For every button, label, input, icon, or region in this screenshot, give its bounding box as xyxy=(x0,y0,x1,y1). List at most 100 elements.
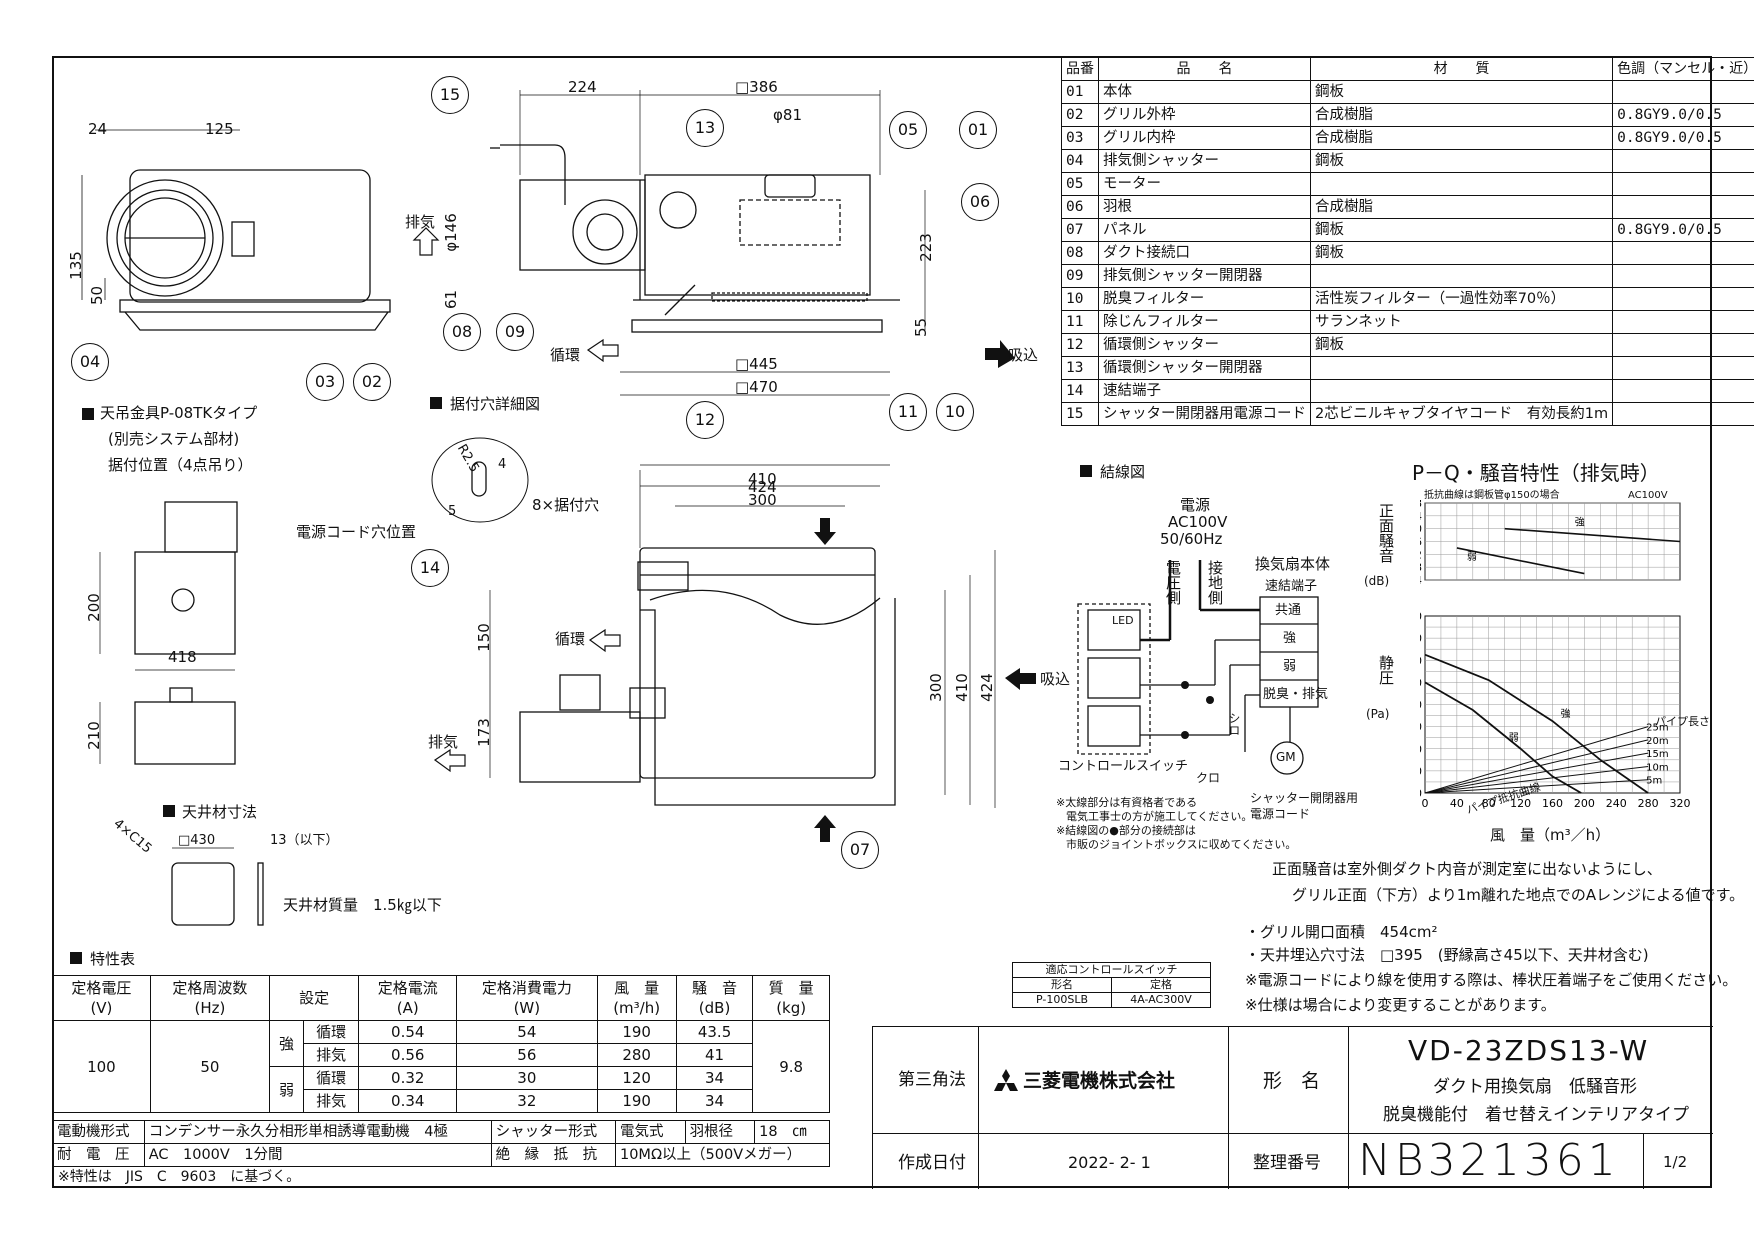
noise-line-0 xyxy=(1504,527,1681,543)
wiring-note2b: 市販のジョイントボックスに収めてください。 xyxy=(1066,838,1297,851)
pressure-tick-label: 20 xyxy=(1420,765,1422,778)
dim-24: 24 xyxy=(88,120,108,138)
label-circulation-plan: 循環 xyxy=(555,630,586,648)
dim-210: 210 xyxy=(84,721,103,750)
pressure-x-tick-label: 40 xyxy=(1450,797,1464,810)
pressure-tick-label: 160 xyxy=(1420,610,1422,623)
wiring-power: 電源 xyxy=(1180,496,1211,514)
spec-header-2: 設定 xyxy=(268,975,360,1021)
label-intake-plan: 吸込 xyxy=(1040,670,1071,688)
model-desc-2: 脱臭機能付 着せ替えインテリアタイプ xyxy=(1383,1105,1689,1125)
spec-extra-table: 電動機形式 コンデンサー永久分相形単相誘導電動機 4極 シャッター形式 電気式 … xyxy=(52,1120,831,1167)
chart-note-2: グリル正面（下方）より1m離れた地点でのAレンジによる値です。 xyxy=(1292,886,1745,904)
pipe-label-2: 25m xyxy=(1646,723,1668,734)
balloon-front-1: 13 xyxy=(686,109,724,147)
noise-line-1 xyxy=(1456,547,1585,575)
pipe-label-3: 20m xyxy=(1646,736,1668,747)
parts-header-1: 品 名 xyxy=(1098,57,1311,81)
exhaust-arrow-plan xyxy=(433,748,466,773)
dim-224: 224 xyxy=(568,78,597,96)
model-name: VD-23ZDS13-W xyxy=(1408,1034,1650,1067)
dim-55: 55 xyxy=(912,317,931,338)
mount-holes: 8×据付穴 xyxy=(532,496,600,514)
wiring-title: 結線図 xyxy=(1100,463,1146,481)
spec-header-7: 質 量 (kg) xyxy=(752,975,830,1021)
parts-cell: 排気側シャッター xyxy=(1098,149,1311,173)
front-body xyxy=(644,174,871,296)
dim-418: 418 xyxy=(168,648,197,666)
pressure-series-label-0: 強 xyxy=(1561,707,1571,720)
model-desc-1: ダクト用換気扇 低騒音形 xyxy=(1433,1077,1637,1097)
circulation-arrow-front xyxy=(586,338,619,363)
parts-cell: 0.8GY9.0/0.5 xyxy=(1612,103,1754,127)
balloon-plan-1: 07 xyxy=(841,831,879,869)
pressure-tick-label: 60 xyxy=(1420,721,1422,734)
dim-125: 125 xyxy=(205,120,234,138)
hanger-top xyxy=(134,551,236,655)
wiring-black: クロ xyxy=(1196,771,1221,785)
pressure-x-tick-label: 240 xyxy=(1606,797,1627,810)
label-circulation-front: 循環 xyxy=(550,346,581,364)
balloon-front-5: 08 xyxy=(443,313,481,351)
pressure-tick-label: 120 xyxy=(1420,654,1422,667)
parts-cell: 10 xyxy=(1061,287,1099,311)
wiring-note1b: 電気工事士の方が施工してください。 xyxy=(1066,810,1253,823)
dim-phi81: φ81 xyxy=(773,106,802,124)
date-label: 作成日付 xyxy=(898,1153,966,1173)
hanger-title: 天吊金具P-08TKタイプ xyxy=(100,404,258,422)
noise-series-label-0: 強 xyxy=(1575,516,1585,529)
ceiling-dim1: □430 xyxy=(178,833,216,848)
date-value: 2022- 2- 1 xyxy=(1068,1153,1151,1172)
parts-cell: シャッター開閉器用電源コード xyxy=(1098,402,1311,426)
parts-cell: 01 xyxy=(1061,80,1099,104)
spec-voltage: 100 xyxy=(52,1020,151,1113)
balloon-front-0: 15 xyxy=(431,76,469,114)
wiring-title-bullet xyxy=(1080,465,1092,477)
pressure-line-0 xyxy=(1424,653,1649,794)
balloon-front-2: 05 xyxy=(889,111,927,149)
wiring-terminal: 速結端子 xyxy=(1265,579,1318,594)
projection: 第三角法 xyxy=(898,1070,966,1090)
noise-tick-label: 50 xyxy=(1420,523,1422,536)
parts-cell xyxy=(1309,264,1614,288)
wiring-freq: 50/60Hz xyxy=(1160,530,1223,548)
parts-cell: 活性炭フィルター（一過性効率70％） xyxy=(1309,287,1614,311)
pipe-label-5: 10m xyxy=(1646,762,1668,773)
page-number: 1/2 xyxy=(1663,1153,1688,1171)
number-label: 整理番号 xyxy=(1253,1153,1321,1173)
parts-cell: 循環側シャッター xyxy=(1098,333,1311,357)
wiring-shutter-cord-2: 電源コード xyxy=(1250,807,1311,821)
dim-410: 410 xyxy=(748,470,777,488)
dim-410-v: 410 xyxy=(952,673,971,702)
dim-61: 61 xyxy=(442,289,461,310)
spec-table: 定格電圧 (V)定格周波数 (Hz)設定定格電流 (A)定格消費電力 (W)風 … xyxy=(52,975,830,1113)
dim-445: □445 xyxy=(735,355,778,373)
ceiling-dim2: 13（以下） xyxy=(270,833,339,848)
pressure-x-tick-label: 280 xyxy=(1638,797,1659,810)
parts-header-2: 材 質 xyxy=(1309,57,1614,81)
balloon-front-7: 12 xyxy=(686,401,724,439)
info-note-1: ・グリル開口面積 454cm² xyxy=(1245,923,1438,941)
dim-300-v: 300 xyxy=(926,673,945,702)
spec-header-5: 風 量 (m³/h) xyxy=(596,975,677,1021)
pipe-label-6: 5m xyxy=(1646,776,1662,787)
parts-cell xyxy=(1612,264,1754,288)
pressure-line-4 xyxy=(1424,752,1649,794)
pq-ac: AC100V xyxy=(1628,490,1668,501)
parts-cell: 0.8GY9.0/0.5 xyxy=(1612,218,1754,242)
pq-noise-label: 正面騒音 xyxy=(1377,503,1395,563)
dim-phi146: φ146 xyxy=(441,213,460,252)
drawing-number: NB321361 xyxy=(1358,1135,1620,1186)
wiring-live: 電圧側 xyxy=(1164,560,1182,605)
info-note-2: ・天井埋込穴寸法 □395 (野縁高さ45以下、天井材含む) xyxy=(1245,946,1649,964)
noise-tick-label: 54 xyxy=(1420,510,1422,523)
wiring-term-strong: 強 xyxy=(1283,631,1297,646)
noise-tick-label: 38 xyxy=(1420,561,1422,574)
balloon-side-0: 04 xyxy=(71,343,109,381)
